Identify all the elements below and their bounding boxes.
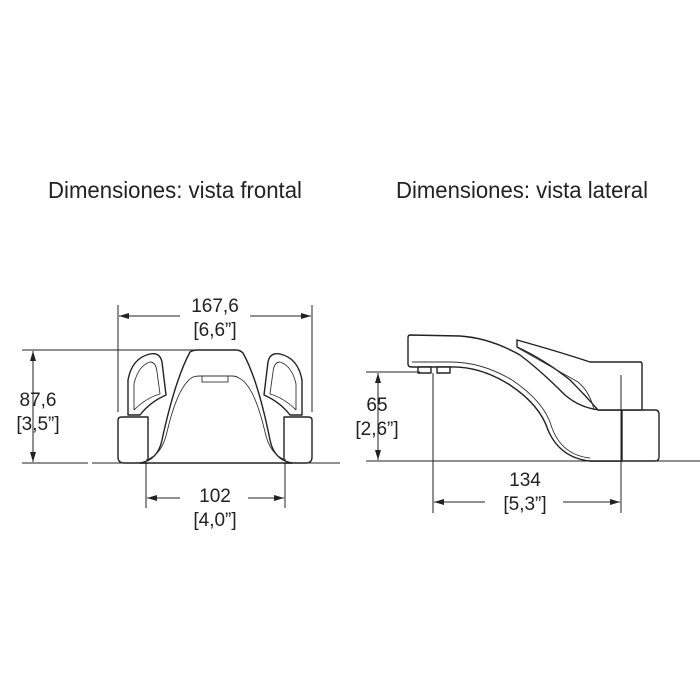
- front-height-mm: 87,6: [20, 390, 57, 411]
- front-base-mm: 102: [199, 486, 231, 507]
- front-view-part: [117, 349, 313, 464]
- front-view-title: Dimensiones: vista frontal: [48, 177, 302, 203]
- side-height-mm: 65: [366, 395, 387, 416]
- side-height-in: [2,6”]: [355, 419, 398, 440]
- side-view-part: [407, 334, 660, 462]
- side-view-title: Dimensiones: vista lateral: [396, 177, 648, 203]
- front-base-in: [4,0”]: [193, 510, 236, 531]
- front-height-in: [3,5”]: [16, 414, 59, 435]
- front-dimensions: [22, 305, 340, 508]
- front-width-in: [6,6”]: [193, 320, 236, 341]
- side-length-mm: 134: [509, 470, 541, 491]
- side-length-in: [5,3”]: [503, 494, 546, 515]
- side-dimensions: [366, 371, 700, 513]
- front-width-mm: 167,6: [191, 296, 239, 317]
